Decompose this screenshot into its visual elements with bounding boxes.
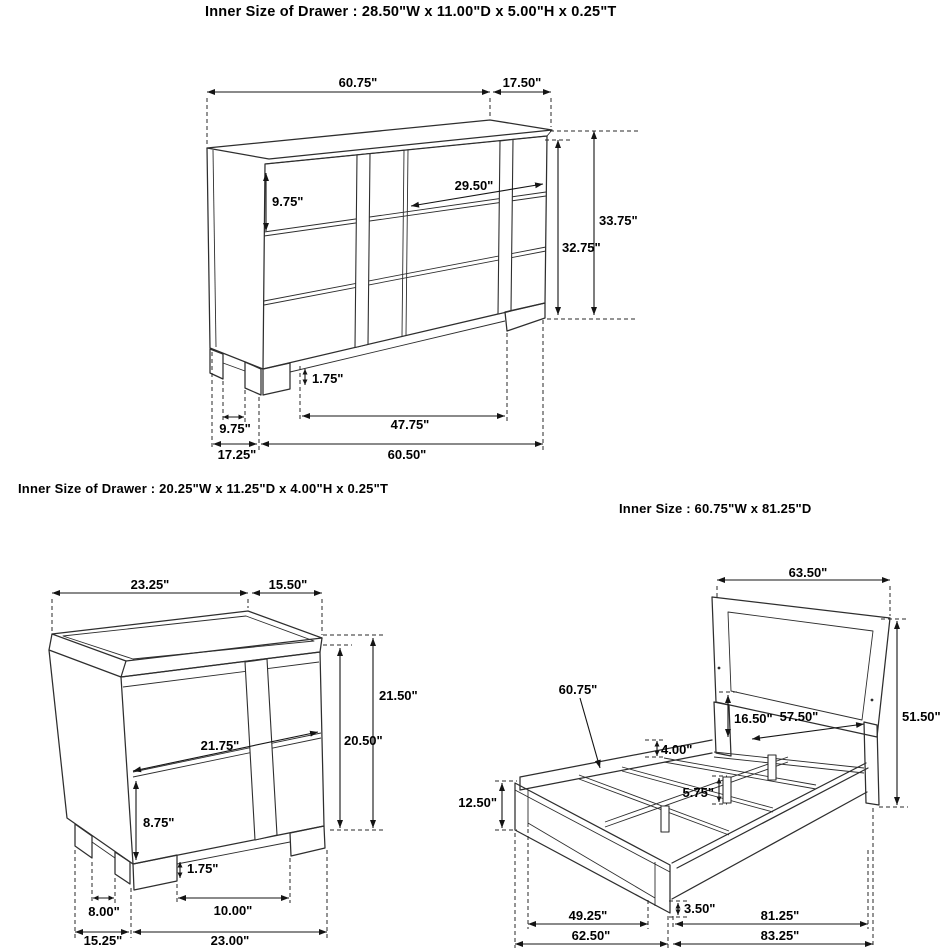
nightstand-dim-drawer-face-height: 8.75" xyxy=(143,815,174,830)
nightstand-dim-drawer-width: 21.75" xyxy=(201,738,240,753)
bed-footboard xyxy=(514,782,671,914)
nightstand-dim-front-leg-spacing: 10.00" xyxy=(214,903,253,918)
nightstand-left-side xyxy=(48,649,134,865)
bed-slats xyxy=(578,757,817,836)
nightstand-inner-size-heading: Inner Size of Drawer : 20.25"W x 11.25"D… xyxy=(18,481,389,496)
bed-center-leg-3 xyxy=(767,754,777,781)
dresser-dim-top-depth: 17.50" xyxy=(503,75,542,90)
dresser-dim-front-leg-spacing: 47.75" xyxy=(391,417,430,432)
bed-headboard-left-leg xyxy=(713,701,732,757)
bed-center-rail xyxy=(604,756,789,828)
bed-dim-footboard-inner-width: 49.25" xyxy=(569,908,608,923)
nightstand-dim-top-depth: 15.50" xyxy=(269,577,308,592)
nightstand-dim-top-width: 23.25" xyxy=(131,577,170,592)
headboard-pin-left xyxy=(717,666,721,670)
bed-dim-rail-height: 4.00" xyxy=(661,742,692,757)
bed-dim-side-rail-length: 81.25" xyxy=(761,908,800,923)
bed-dim-headboard-panel-to-rail: 16.50" xyxy=(734,711,773,726)
nightstand-dim-total-height: 21.50" xyxy=(379,688,418,703)
dresser-dim-total-height: 33.75" xyxy=(599,213,638,228)
bed-dim-rail-floor-gap: 3.50" xyxy=(684,901,715,916)
dresser-dim-base-recess: 1.75" xyxy=(312,371,343,386)
dresser-dim-base-width: 60.50" xyxy=(388,447,427,462)
nightstand-dim-inner-height: 20.50" xyxy=(344,733,383,748)
nightstand-dim-side-leg-spacing: 8.00" xyxy=(88,904,119,919)
bed-dim-footboard-height: 12.50" xyxy=(458,795,497,810)
nightstand-side-front-leg xyxy=(114,851,131,885)
dresser-dim-base-depth: 17.25" xyxy=(218,447,257,462)
dresser-dim-inner-height: 32.75" xyxy=(562,240,601,255)
dresser-dim-top-width: 60.75" xyxy=(339,75,378,90)
nightstand-dim-base-recess: 1.75" xyxy=(187,861,218,876)
bed-dim-inner-width: 60.75" xyxy=(559,682,598,697)
nightstand-front-right-leg xyxy=(289,825,326,857)
dresser-front-left-leg xyxy=(262,362,291,396)
bed-dim-total-length: 83.25" xyxy=(761,928,800,943)
bed-inner-size-heading: Inner Size : 60.75"W x 81.25"D xyxy=(619,501,812,516)
dresser-side-front-leg xyxy=(244,361,262,396)
dresser-dim-drawer-face-height: 9.75" xyxy=(272,194,303,209)
dresser-side-back-leg xyxy=(209,348,224,380)
bed-dim-slat-leg-height: 5.75" xyxy=(683,785,714,800)
bed-dim-footboard-width: 62.50" xyxy=(572,928,611,943)
bed-headboard-right-leg xyxy=(863,721,880,806)
nightstand-front-left-leg xyxy=(132,854,178,891)
nightstand-dim-base-width: 23.00" xyxy=(211,933,250,948)
bed-center-leg-1 xyxy=(660,805,670,833)
headboard-pin-right xyxy=(870,698,874,702)
dresser-dim-drawer-width: 29.50" xyxy=(455,178,494,193)
dresser-left-drawer-strip xyxy=(354,153,371,349)
bed-dim-headboard-height: 51.50" xyxy=(902,709,941,724)
bed-center-leg-2 xyxy=(722,776,732,804)
dresser-diagram: 60.75" 17.50" 9.75" 29.50" 32.75" 33.75"… xyxy=(206,75,638,462)
nightstand-diagram: 23.25" 15.50" 21.50" 20.50" 21.75" 8.75"… xyxy=(48,577,418,948)
bed-dim-headboard-inner-width: 57.50" xyxy=(780,709,819,724)
bed-right-side-rail xyxy=(671,762,869,900)
nightstand-side-back-leg xyxy=(74,823,93,859)
dresser-front-right-leg xyxy=(504,302,546,332)
bed-diagram: 63.50" 60.75" 16.50" 57.50" 4.00" 51.50"… xyxy=(458,565,941,948)
dresser-right-drawer-strip xyxy=(497,138,514,315)
nightstand-dim-base-depth: 15.25" xyxy=(84,933,123,948)
dresser-inner-size-heading: Inner Size of Drawer : 28.50"W x 11.00"D… xyxy=(205,4,617,20)
nightstand-drawer-strip xyxy=(244,658,278,841)
bed-dim-headboard-width: 63.50" xyxy=(789,565,828,580)
dresser-dim-side-leg-spacing: 9.75" xyxy=(219,421,250,436)
bed-left-side-rail xyxy=(519,739,713,791)
